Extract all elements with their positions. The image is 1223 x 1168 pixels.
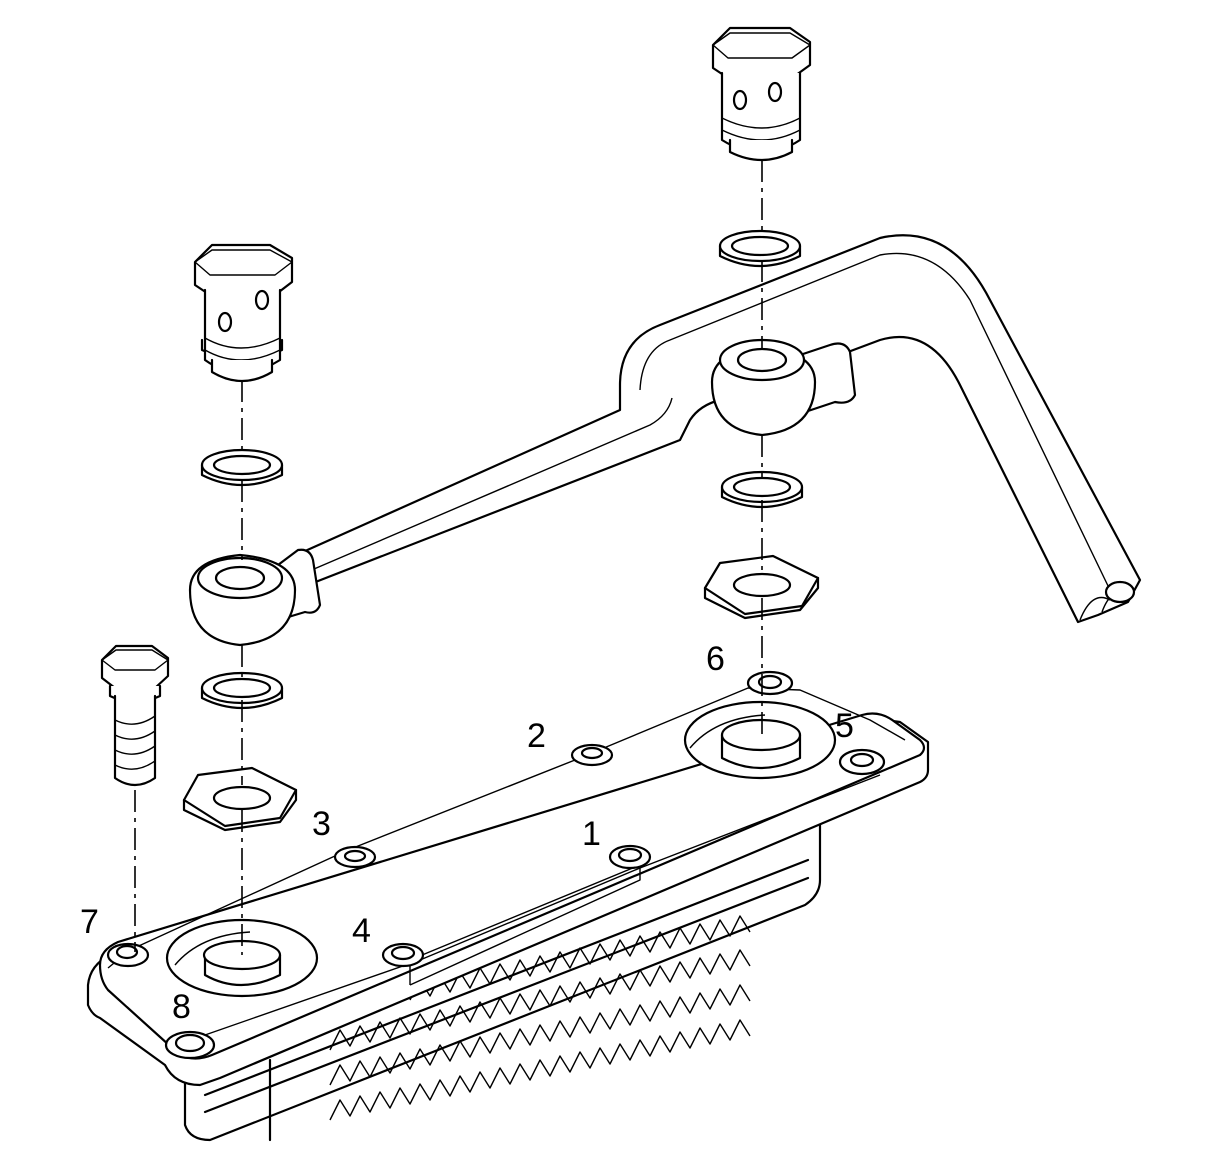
banjo-bolt-left: [193, 243, 294, 382]
banjo-fitting-right: [710, 338, 817, 437]
oil-line-pipe: [276, 234, 1142, 624]
callout-5: 5: [835, 707, 854, 745]
callout-1: 1: [582, 815, 601, 853]
callout-6: 6: [706, 640, 725, 678]
callout-4: 4: [352, 912, 371, 950]
hex-nut-left: [182, 766, 298, 832]
banjo-bolt-right: [711, 26, 812, 162]
callout-labels: 1 2 3 4 5 6 7 8: [80, 640, 854, 1026]
assembly-center-lines: [134, 160, 763, 955]
callout-8: 8: [172, 988, 191, 1026]
port-seat-5: [720, 718, 802, 770]
callout-3: 3: [312, 805, 331, 843]
banjo-fitting-left: [188, 553, 297, 647]
callout-7: 7: [80, 903, 99, 941]
washer-left-upper: [200, 448, 284, 487]
port-seat-4: [202, 939, 282, 987]
washer-right-upper: [718, 229, 802, 268]
callout-2: 2: [527, 717, 546, 755]
mounting-bolt: [100, 644, 170, 787]
